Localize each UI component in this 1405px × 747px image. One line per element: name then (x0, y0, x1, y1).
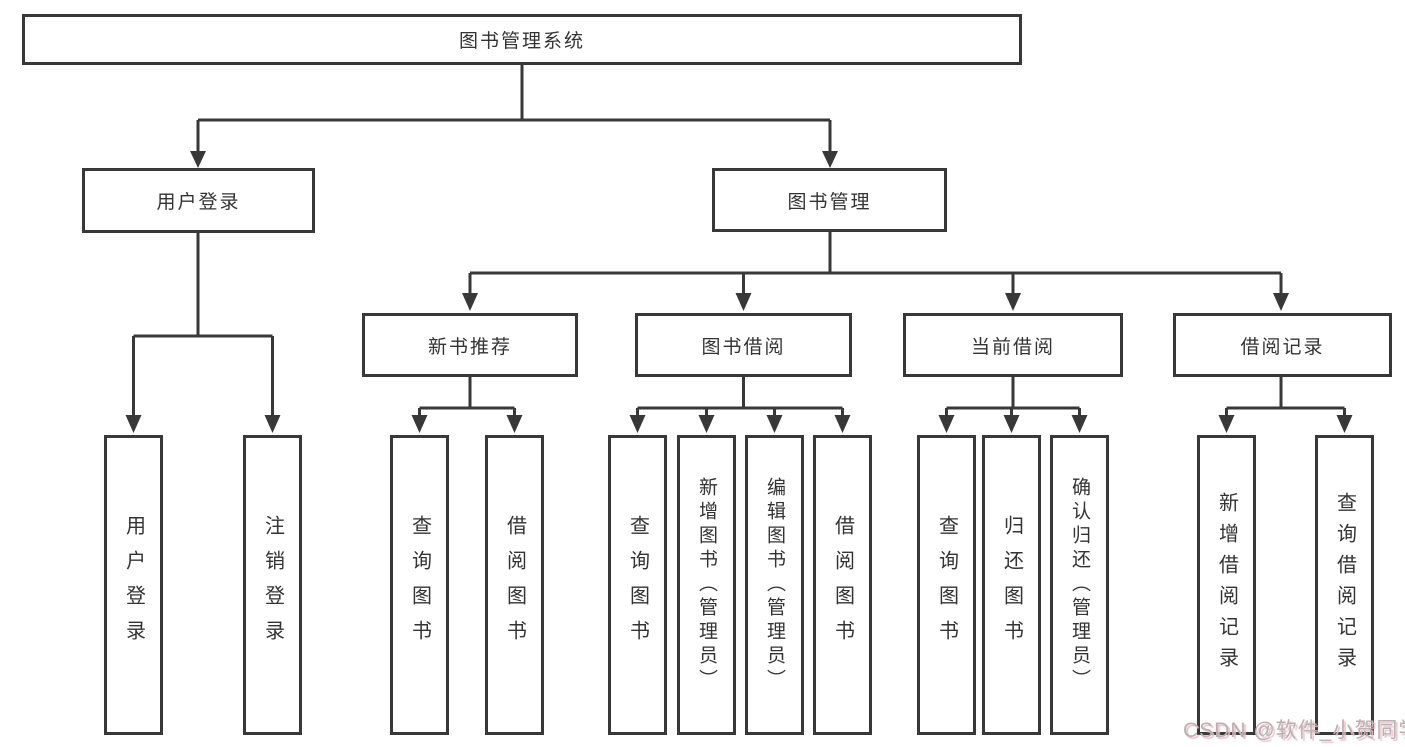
node-leaf-add-borrow-record: 新增借阅记录 (1197, 435, 1256, 735)
node-book-borrow-module: 图书借阅 (635, 313, 852, 377)
node-leaf-logout: 注销登录 (243, 435, 302, 735)
node-leaf-borrow-book-recommend: 借阅图书 (485, 435, 544, 735)
node-leaf-confirm-return-admin: 确认归还（管理员） (1050, 435, 1109, 735)
node-leaf-query-book-recommend: 查询图书 (390, 435, 449, 735)
node-leaf-query-borrow-record: 查询借阅记录 (1315, 435, 1374, 735)
node-leaf-query-book-borrow: 查询图书 (608, 435, 667, 735)
node-leaf-return-book: 归还图书 (982, 435, 1041, 735)
node-current-borrow-module-label: 当前借阅 (970, 336, 1055, 358)
node-book-borrow-module-label: 图书借阅 (701, 336, 786, 358)
node-leaf-edit-book-admin: 编辑图书（管理员） (745, 435, 804, 735)
node-root: 图书管理系统 (22, 14, 1022, 65)
node-borrow-record-module: 借阅记录 (1173, 313, 1392, 377)
node-user-login-branch: 用户登录 (82, 168, 315, 233)
arrowhead-icons (125, 151, 1353, 433)
node-user-login-branch-label: 用户登录 (156, 192, 241, 213)
node-leaf-borrow-book: 借阅图书 (813, 435, 872, 735)
node-new-book-recommend: 新书推荐 (362, 313, 578, 377)
node-current-borrow-module: 当前借阅 (903, 313, 1123, 377)
csdn-watermark: CSDN @软件_小贺同学 (1183, 719, 1405, 742)
node-leaf-query-book-current: 查询图书 (917, 435, 976, 735)
node-borrow-record-module-label: 借阅记录 (1240, 336, 1325, 358)
node-book-management-label: 图书管理 (787, 191, 872, 213)
node-new-book-recommend-label: 新书推荐 (427, 336, 512, 358)
node-leaf-user-login: 用户登录 (104, 435, 163, 735)
node-leaf-add-book-admin: 新增图书（管理员） (677, 435, 736, 735)
node-root-label: 图书管理系统 (458, 31, 585, 52)
node-book-management: 图书管理 (712, 168, 947, 232)
